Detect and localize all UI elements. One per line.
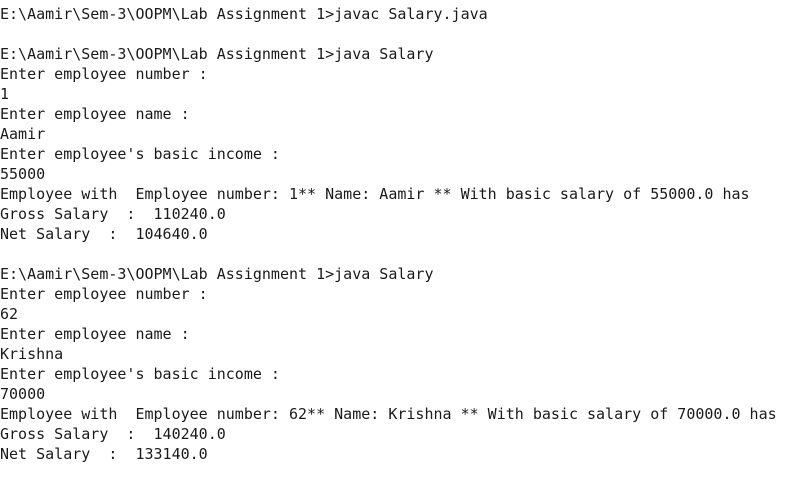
output-line: Employee with Employee number: 62** Name… [0, 405, 777, 423]
output-line: Enter employee name : [0, 105, 190, 123]
output-line: Net Salary : 104640.0 [0, 225, 208, 243]
output-line: Employee with Employee number: 1** Name:… [0, 185, 750, 203]
prompt-line: E:\Aamir\Sem-3\OOPM\Lab Assignment 1>jav… [0, 5, 488, 23]
output-line: Gross Salary : 110240.0 [0, 205, 226, 223]
prompt-line: E:\Aamir\Sem-3\OOPM\Lab Assignment 1>jav… [0, 265, 434, 283]
blank-line [0, 24, 812, 44]
output-line: Enter employee number : [0, 285, 208, 303]
input-line: Krishna [0, 345, 64, 363]
output-line: Enter employee number : [0, 65, 208, 83]
output-line: Net Salary : 133140.0 [0, 445, 208, 463]
output-line: Enter employee's basic income : [0, 145, 280, 163]
prompt-line: E:\Aamir\Sem-3\OOPM\Lab Assignment 1>jav… [0, 45, 434, 63]
blank-line [0, 244, 812, 264]
input-line: 62 [0, 305, 19, 323]
input-line: 1 [0, 85, 10, 103]
output-line: Enter employee's basic income : [0, 365, 280, 383]
input-line: 70000 [0, 385, 46, 403]
output-line: Gross Salary : 140240.0 [0, 425, 226, 443]
input-line: 55000 [0, 165, 46, 183]
input-line: Aamir [0, 125, 46, 143]
output-line: Enter employee name : [0, 325, 190, 343]
